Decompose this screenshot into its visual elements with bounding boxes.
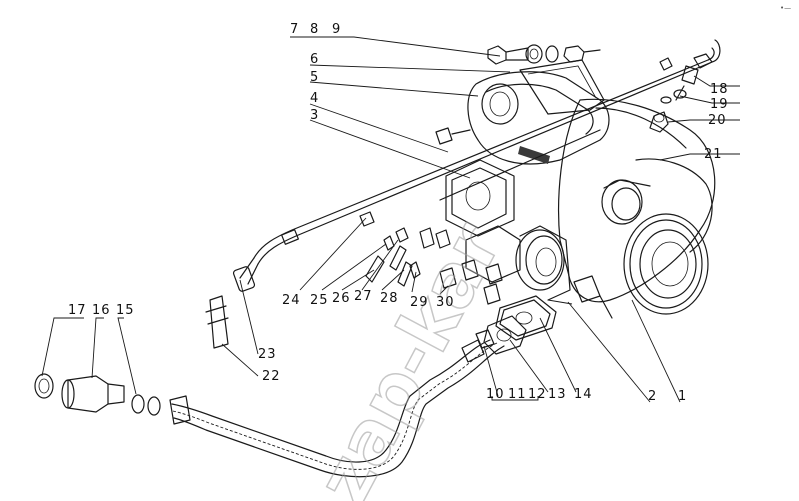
callout-10: 10 <box>486 387 505 402</box>
callout-26: 26 <box>332 291 351 306</box>
callout-23: 23 <box>258 347 277 362</box>
callout-24: 24 <box>282 293 301 308</box>
callout-28: 28 <box>380 291 399 306</box>
callout-17: 17 <box>68 303 87 318</box>
oil-drain-hose <box>169 329 505 478</box>
callout-20: 20 <box>708 113 727 128</box>
callout-18: 18 <box>710 82 729 97</box>
callout-19: 19 <box>710 97 729 112</box>
callout-11: 11 <box>508 387 527 402</box>
callout-1: 1 <box>678 389 687 404</box>
callout-7: 7 <box>290 22 299 37</box>
callout-15: 15 <box>116 303 135 318</box>
turbocharger-body <box>435 59 716 319</box>
callout-5: 5 <box>310 70 319 85</box>
watermark: zap-kar <box>300 209 517 501</box>
oil-feed-pipe <box>232 39 721 292</box>
callout-13: 13 <box>548 387 567 402</box>
callout-12: 12 <box>528 387 547 402</box>
callout-8: 8 <box>310 22 319 37</box>
oil-inlet-fitting <box>660 53 713 104</box>
callout-25: 25 <box>310 293 329 308</box>
callout-27: 27 <box>354 289 373 304</box>
callout-30: 30 <box>436 295 455 310</box>
pipe-union <box>205 295 229 349</box>
drain-fittings <box>34 373 161 416</box>
callout-21: 21 <box>704 147 723 162</box>
gasket-and-flange <box>483 295 557 355</box>
callout-4: 4 <box>310 91 319 106</box>
callout-22: 22 <box>262 369 281 384</box>
studs-and-nuts <box>359 211 503 305</box>
leader-lines <box>41 36 740 403</box>
callout-3: 3 <box>310 108 319 123</box>
banjo-bolt-assembly <box>487 44 601 65</box>
callout-14: 14 <box>574 387 593 402</box>
callout-16: 16 <box>92 303 111 318</box>
corner-mark: •— <box>780 4 791 12</box>
callout-6: 6 <box>310 52 319 67</box>
callout-2: 2 <box>648 389 657 404</box>
callout-9: 9 <box>332 22 341 37</box>
callout-29: 29 <box>410 295 429 310</box>
callout-labels: 7 8 9 6 5 4 3 18 19 20 21 24 25 26 27 28… <box>68 22 729 404</box>
